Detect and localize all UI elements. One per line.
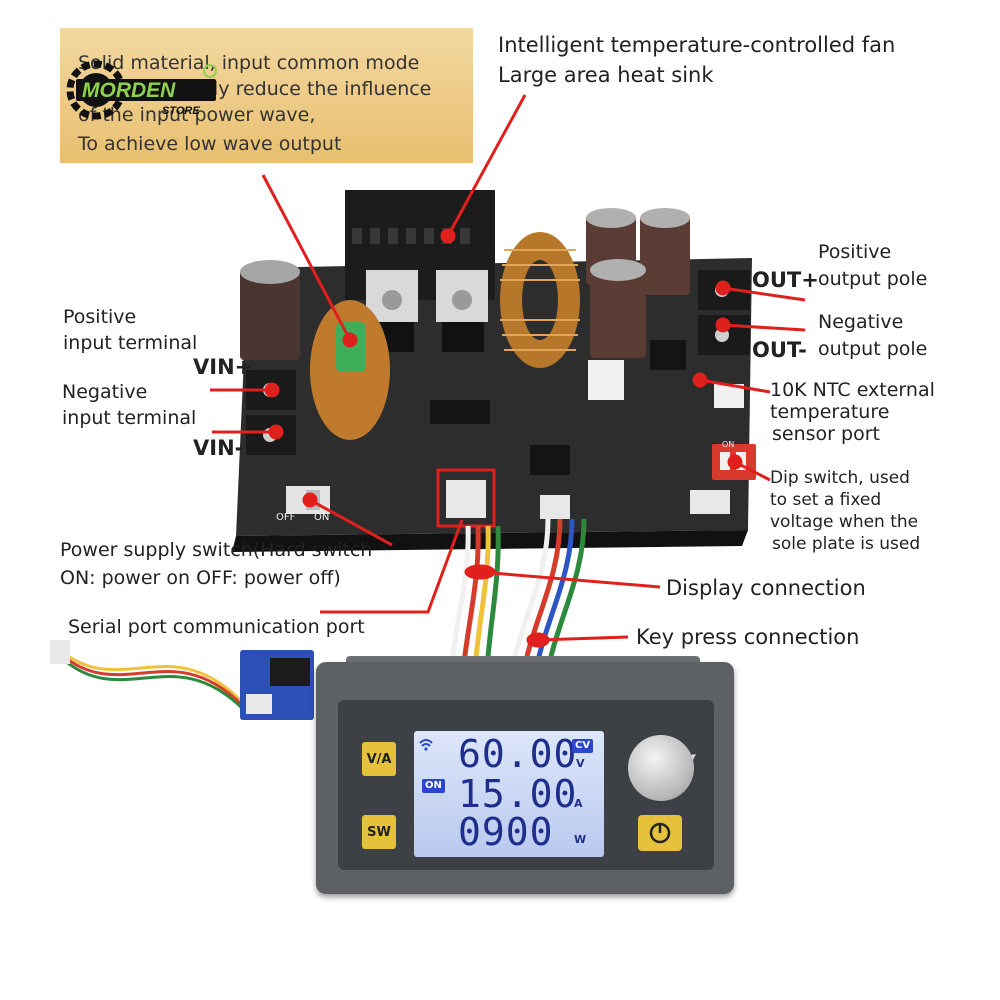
out-pos-terminal: OUT+ xyxy=(752,268,819,292)
ntc-callout-line: 10K NTC external xyxy=(770,379,935,401)
display-connection-callout: Display connection xyxy=(666,576,866,600)
board-switch-off-label: OFF xyxy=(276,512,296,523)
dip-callout-line: voltage when the xyxy=(770,512,919,532)
cv-badge: CV xyxy=(572,739,594,753)
heatsink-callout-line: Large area heat sink xyxy=(498,63,714,87)
on-badge: ON xyxy=(422,779,445,793)
out-pos-label: Positive xyxy=(818,241,892,263)
banner-line: Solid material, input common mode xyxy=(78,52,420,74)
va-button[interactable]: V/A xyxy=(362,742,396,776)
lcd-screen: 60.00 CV V ON 15.00 A 0900 W xyxy=(414,731,604,857)
banner-line: To achieve low wave output xyxy=(78,133,342,155)
wifi-icon xyxy=(419,739,433,751)
watt-unit: W xyxy=(574,833,587,846)
current-readout: 15.00 xyxy=(458,772,578,816)
store-logo: MORDEN STORE xyxy=(66,60,217,120)
ntc-callout-line: sensor port xyxy=(772,423,880,445)
logo-text: MORDEN xyxy=(82,79,176,102)
dip-callout-line: to set a fixed xyxy=(770,490,882,510)
power-icon xyxy=(649,822,671,844)
voltage-readout: 60.00 xyxy=(458,732,578,776)
vin-neg-terminal: VIN- xyxy=(193,436,244,460)
power-switch-callout-line: ON: power on OFF: power off) xyxy=(60,567,341,589)
power-switch-callout-line: Power supply switch(Hard switch xyxy=(60,539,373,561)
vin-neg-label: input terminal xyxy=(62,407,197,429)
vin-pos-label: input terminal xyxy=(63,332,198,354)
volt-unit: V xyxy=(576,757,585,770)
out-pos-label: output pole xyxy=(818,268,928,290)
out-neg-terminal: OUT- xyxy=(752,338,807,362)
vin-pos-terminal: VIN+ xyxy=(193,355,253,379)
serial-port-callout: Serial port communication port xyxy=(68,616,365,638)
out-neg-label: Negative xyxy=(818,311,904,333)
logo-subtext: STORE xyxy=(162,105,200,117)
ntc-callout-line: temperature xyxy=(770,401,890,423)
sw-button[interactable]: SW xyxy=(362,815,396,849)
key-press-connection-callout: Key press connection xyxy=(636,625,860,649)
dip-callout-line: Dip switch, used xyxy=(770,468,910,488)
power-readout: 0900 xyxy=(458,810,554,854)
out-neg-label: output pole xyxy=(818,338,928,360)
dip-switch-on-label: ON xyxy=(722,440,735,449)
amp-unit: A xyxy=(574,797,583,810)
rotary-encoder-knob[interactable] xyxy=(628,735,694,801)
dip-callout-line: sole plate is used xyxy=(772,534,921,554)
power-button[interactable] xyxy=(638,815,682,851)
vin-neg-label: Negative xyxy=(62,381,148,403)
banner-line: of the input power wave, xyxy=(78,104,316,126)
vin-pos-label: Positive xyxy=(63,306,137,328)
fan-callout-line: Intelligent temperature-controlled fan xyxy=(498,33,896,57)
board-switch-on-label: ON xyxy=(314,512,330,523)
